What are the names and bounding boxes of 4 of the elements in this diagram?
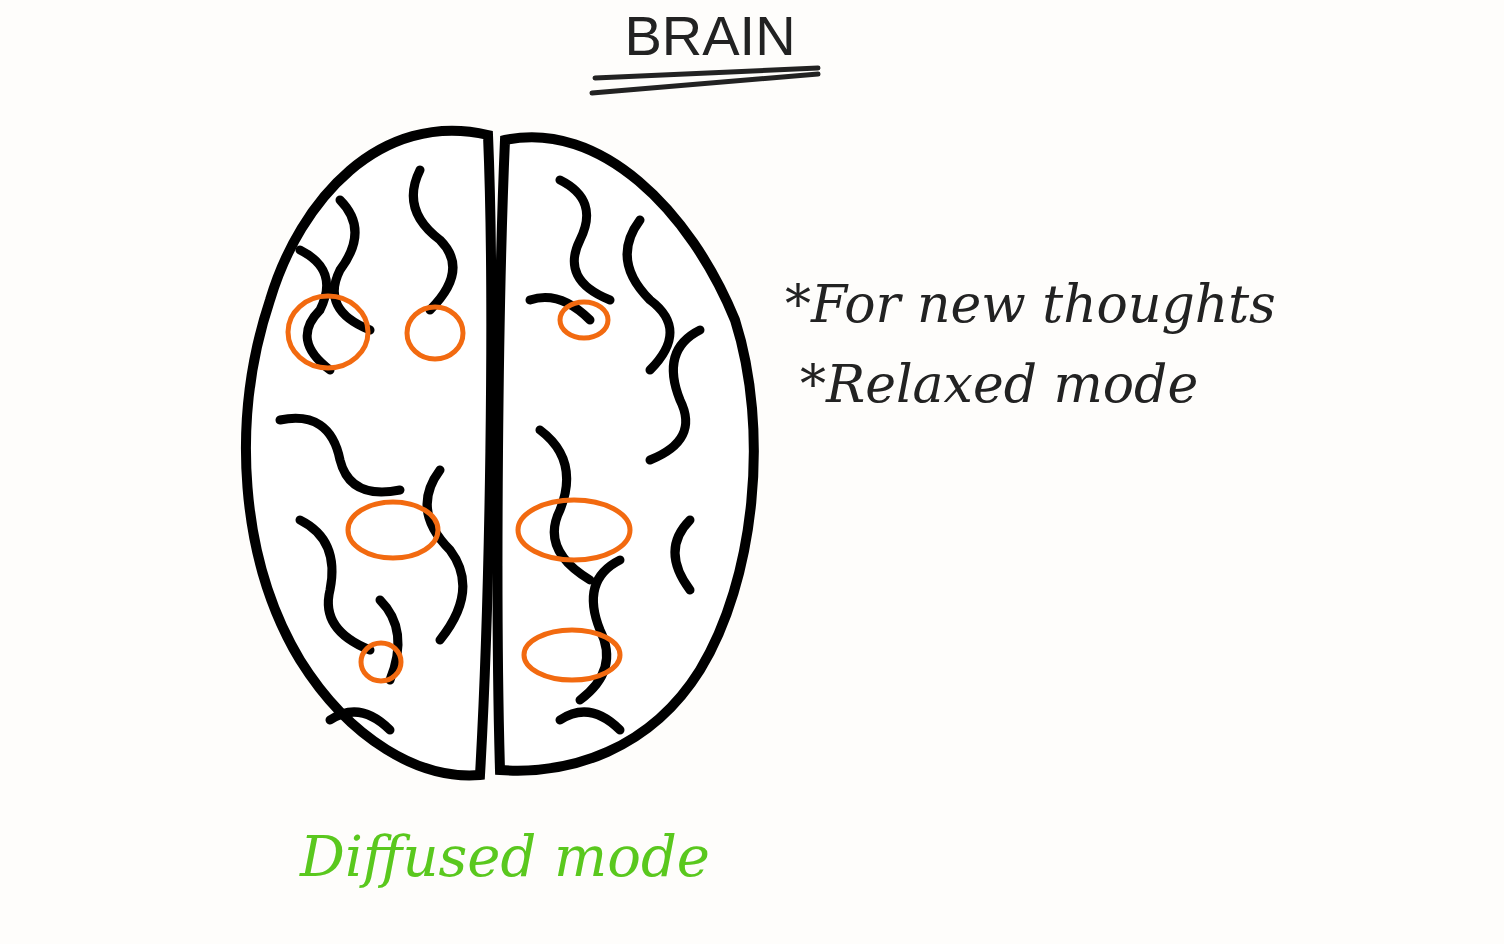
- title: BRAIN: [623, 8, 797, 64]
- note-text: *For new thoughts: [785, 273, 1276, 336]
- note-text: *Relaxed mode: [800, 353, 1199, 416]
- caption: Diffused mode: [300, 823, 710, 891]
